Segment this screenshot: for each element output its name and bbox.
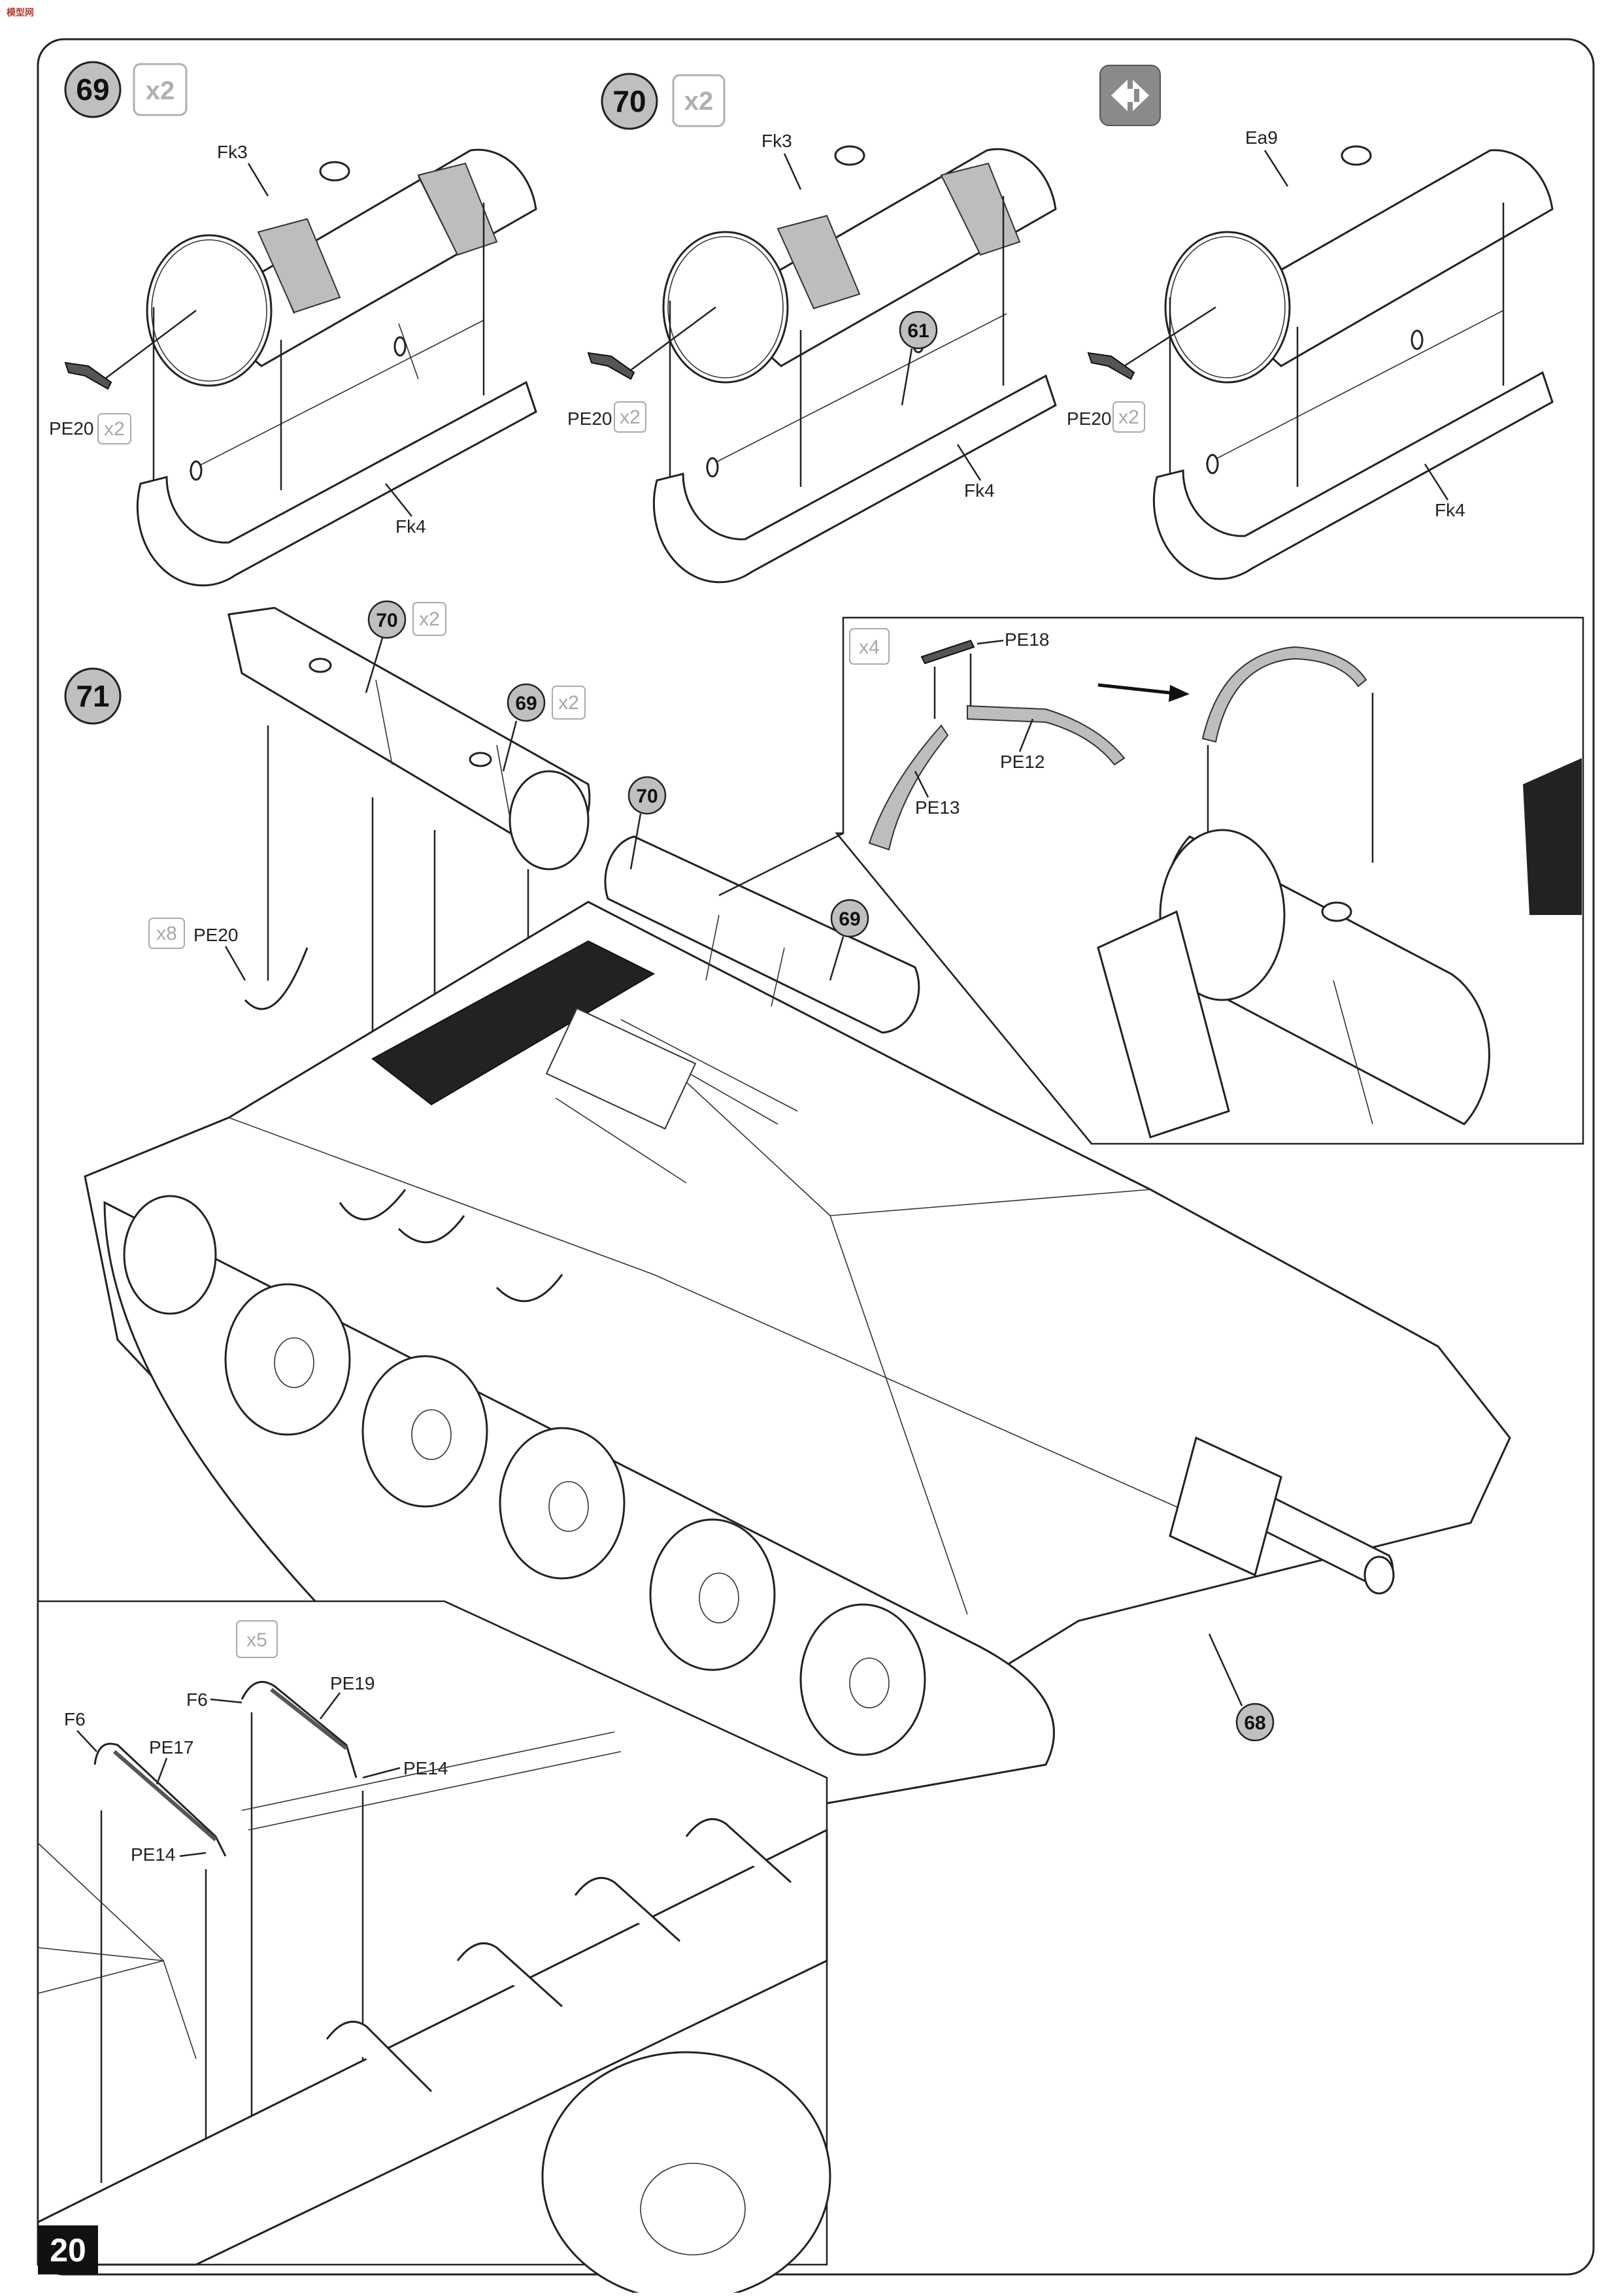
ref-61-badge: [899, 310, 938, 350]
pe20-strap: [587, 352, 635, 380]
step-number-badge: [64, 61, 122, 118]
logo-text: 模型网: [7, 7, 34, 18]
strap-multiplier: x2: [620, 407, 641, 428]
page-frame: [37, 38, 1595, 2276]
label-pe13: PE13: [915, 797, 960, 818]
tray-fk4: [136, 320, 537, 587]
pe17-bracket: [93, 1742, 227, 1857]
step-70: 70 x2 Fk3 Fk4 61 PE20 x2: [567, 73, 1057, 584]
step-number-badge: [64, 667, 122, 725]
label-ea9: Ea9: [1245, 127, 1278, 148]
assembled-strap: [1201, 646, 1367, 743]
label-fk3: Fk3: [761, 131, 792, 151]
page-number-box: [38, 2225, 98, 2274]
strap-multiplier-box: [1112, 401, 1145, 433]
strap-multiplier-box: [97, 413, 131, 444]
fuel-tank-ea9: [1164, 145, 1554, 384]
hull-tanks: [604, 835, 920, 1034]
pe20-mult: x8: [156, 923, 177, 944]
detail-grille: [1523, 758, 1582, 915]
label-pe12: PE12: [1000, 752, 1045, 772]
step-number: 69: [76, 73, 109, 107]
multiplier-text: x2: [146, 76, 175, 105]
label-f6-b: F6: [186, 1689, 208, 1710]
pe19-bracket: [241, 1680, 358, 1778]
engine-hatch: [545, 1007, 697, 1130]
ref-68: 68: [1244, 1712, 1265, 1734]
ref-69-hull: 69: [839, 908, 860, 930]
label-pe20: PE20: [49, 418, 94, 439]
ref-70-hull: 70: [636, 786, 658, 807]
pe20-bracket: [244, 947, 309, 1010]
ref-69-hull-badge: [830, 899, 869, 938]
label-fk4: Fk4: [964, 480, 995, 501]
page-number: 20: [50, 2232, 86, 2269]
hull-bracket: [397, 1215, 465, 1244]
step-69: 69 x2 Fk3 Fk4: [49, 61, 537, 587]
step-number-badge: [601, 73, 658, 130]
site-logo: 模型网: [4, 3, 44, 22]
ref-70: 70: [376, 610, 397, 631]
ref69-mult: x2: [558, 692, 579, 714]
lower-mult: x5: [246, 1629, 267, 1651]
ref-69: 69: [515, 693, 537, 714]
ref69-mult-box: [552, 686, 586, 720]
fuel-tank-fk3: [662, 145, 1057, 384]
pe20-mult-box: [148, 918, 185, 949]
label-pe20: PE20: [1067, 408, 1112, 429]
pe18-part: [920, 639, 975, 665]
strap-detail-box: x4 PE18 PE12 PE13: [718, 616, 1584, 1145]
ref-70-badge: [367, 600, 407, 639]
label-pe20: PE20: [193, 925, 239, 945]
label-pe18: PE18: [1005, 629, 1050, 650]
step-number: 70: [612, 84, 646, 118]
strap-multiplier-box: [614, 401, 646, 433]
pe13-part: [868, 724, 949, 851]
engine-grille: [371, 940, 656, 1106]
road-wheels: [123, 1195, 926, 1756]
fuel-tank-fk3: [146, 148, 537, 387]
step-71: 71 70 x2 69 x2 x8 PE20: [37, 600, 1584, 2296]
ref-70-hull-badge: [627, 776, 667, 815]
tool-bracket-detail-box: x5 F6 F6 PE17 PE19 PE14 PE14: [37, 1600, 831, 2296]
label-fk4: Fk4: [395, 516, 426, 537]
ref-69-badge: [507, 683, 546, 722]
step-number: 71: [76, 679, 109, 713]
label-pe14-a: PE14: [131, 1844, 176, 1865]
pe20-strap: [64, 361, 112, 390]
step-alternative: Ea9 Fk4 PE20 x2: [1067, 65, 1554, 580]
hull-bracket: [495, 1274, 563, 1303]
ref70-mult: x2: [419, 608, 440, 630]
detail-mult: x4: [859, 637, 880, 658]
tray-fk4: [1152, 310, 1554, 580]
ref70-mult-box: [412, 602, 446, 636]
pe20-strap: [1087, 352, 1135, 380]
strap-multiplier: x2: [104, 418, 125, 440]
label-pe20: PE20: [567, 408, 612, 429]
pe12-part: [967, 705, 1126, 766]
multiplier-box: [672, 74, 726, 127]
lower-mult-box: [236, 1620, 278, 1658]
multiplier-box: [133, 63, 188, 116]
gun-barrel: [1169, 1436, 1395, 1595]
ref-61: 61: [907, 320, 929, 342]
ref-68-badge: [1235, 1703, 1275, 1742]
detail-mult-box: [849, 628, 890, 665]
hull-bracket: [339, 1189, 407, 1221]
label-pe17: PE17: [149, 1737, 194, 1757]
strap-multiplier: x2: [1118, 407, 1139, 428]
label-fk3: Fk3: [217, 142, 248, 162]
label-pe19: PE19: [330, 1673, 375, 1693]
label-fk4: Fk4: [1435, 500, 1465, 520]
tank-assembly: [227, 607, 591, 871]
label-f6-a: F6: [64, 1709, 86, 1729]
multiplier-text: x2: [684, 87, 714, 116]
